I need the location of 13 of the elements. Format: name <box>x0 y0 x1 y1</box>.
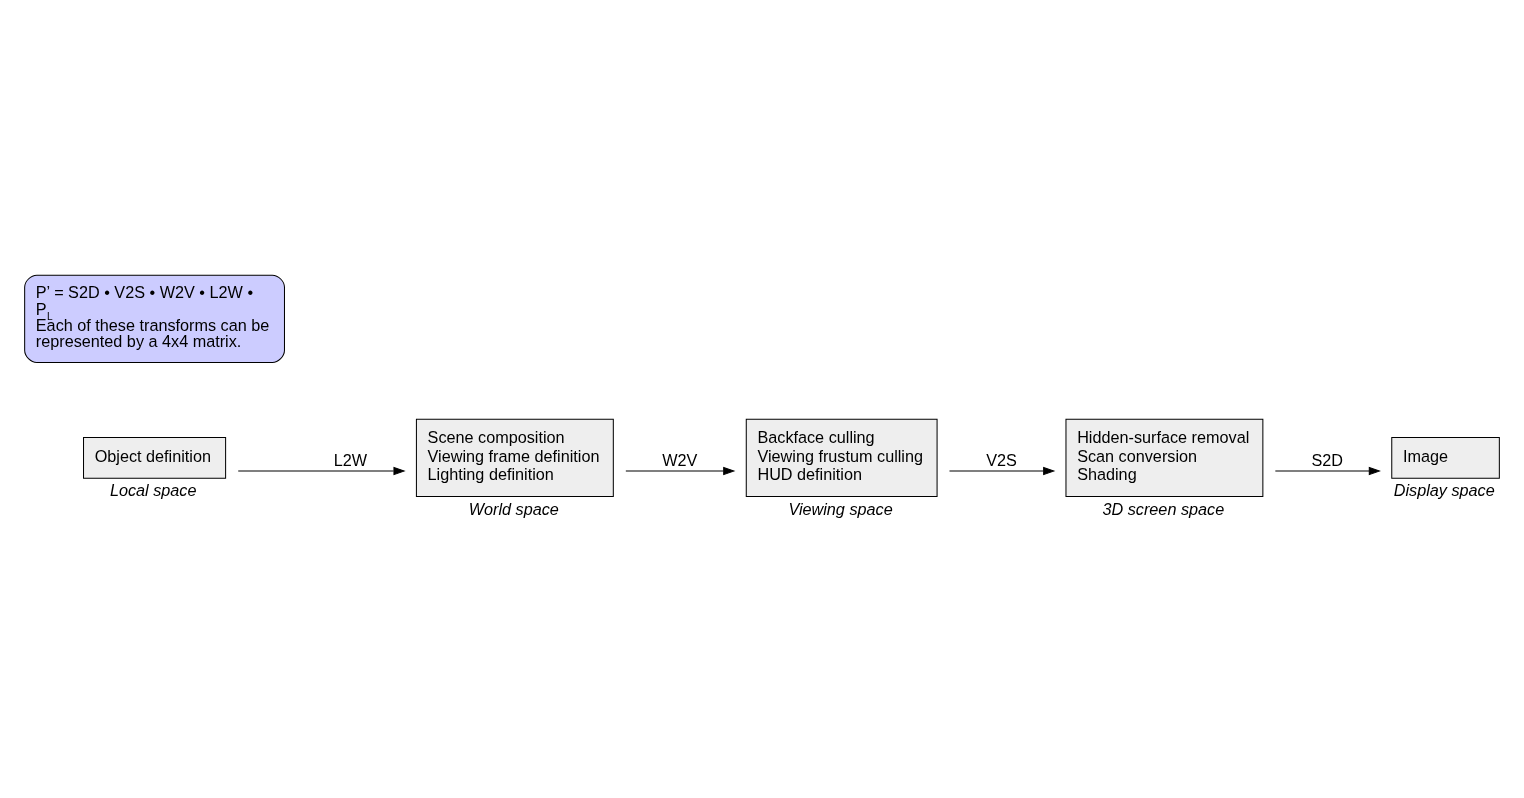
edge-label: W2V <box>662 450 698 469</box>
node-label: 3D screen space <box>1102 499 1225 518</box>
node-label: World space <box>468 499 559 518</box>
edge-label: L2W <box>333 450 368 469</box>
arrow <box>1274 466 1381 476</box>
node-label: Local space <box>109 481 197 500</box>
node-label: Viewing space <box>788 499 893 518</box>
edge-label: V2S <box>986 450 1017 469</box>
arrow <box>237 466 406 476</box>
arrow <box>948 466 1056 476</box>
arrow <box>625 466 736 476</box>
node-label: Display space <box>1393 481 1495 500</box>
edge-label: S2D <box>1311 450 1344 469</box>
